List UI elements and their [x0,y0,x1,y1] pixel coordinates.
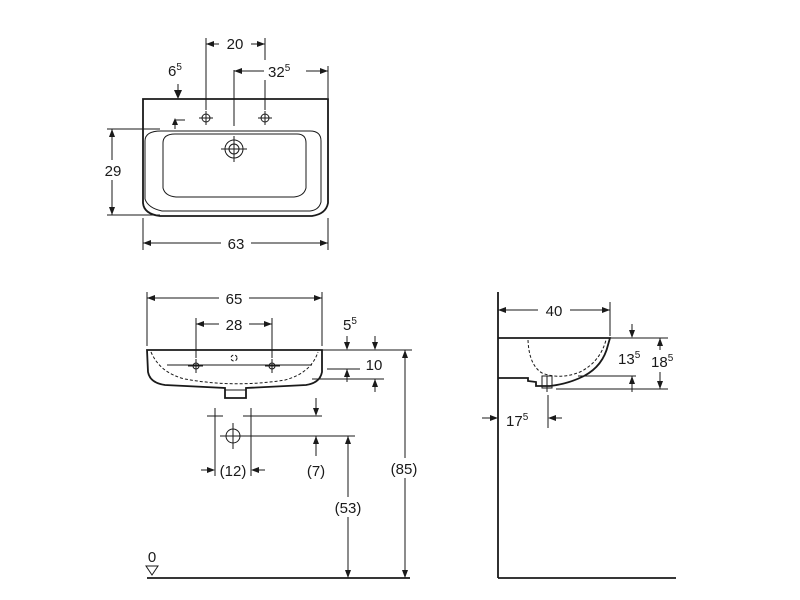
dim-waste-offset: 175 [506,412,529,430]
dim-waste-offset-base: 17 [506,413,523,430]
top-basin-outline [142,98,329,217]
dim-edge-offset-base: 6 [168,63,176,80]
dim-bowl-depth-base: 13 [618,351,635,368]
dim-total-height-base: 18 [651,354,668,371]
dim-total-height: 185 [651,353,674,371]
side-basin-outline [498,337,612,387]
dim-edge-offset-sup: 5 [176,62,182,73]
dim-depth: 29 [105,163,122,180]
front-tap-hole-left-icon [188,359,203,373]
front-bowl-dashed [150,351,319,385]
dim-rim-height-floor: (85) [391,461,418,478]
dim-width: 63 [228,236,245,253]
waste-trap-icon [220,423,246,449]
dim-top-offset-sup: 5 [351,316,357,327]
side-view: 40 135 185 175 [482,292,682,579]
dim-rim-height: 10 [366,357,383,374]
top-view: 20 65 325 29 63 [100,34,329,253]
dim-bowl-depth-sup: 5 [635,350,641,361]
front-tap-hole-right-icon [265,359,280,373]
top-bowl-outline [144,130,322,212]
tap-hole-right-icon [258,111,272,125]
dim-right-offset-base: 32 [268,64,285,81]
dim-supply-offset: (7) [307,463,325,480]
front-overflow-icon [230,354,238,362]
supply-right-icon [243,408,259,424]
dim-bowl-depth: 135 [618,350,641,368]
dim-tap-hole-spacing: 20 [227,36,244,53]
dim-edge-offset: 65 [168,62,182,80]
waste-outlet-icon [221,136,247,162]
floor-label: 0 [148,549,156,566]
dim-top-offset: 55 [343,316,357,334]
dim-top-offset-base: 5 [343,317,351,334]
top-bowl-inner [162,133,307,198]
front-view: 65 28 55 10 (12) (7) [145,288,425,579]
dim-total-height-sup: 5 [668,353,674,364]
side-waste-icon [541,375,553,392]
tap-hole-left-icon [199,111,213,125]
dim-right-offset: 325 [268,63,291,81]
dim-holes-spacing: 28 [226,317,243,334]
side-bowl-dashed [527,339,607,377]
dim-supply-spacing: (12) [220,463,247,480]
dim-waste-offset-sup: 5 [523,412,529,423]
dim-projection: 40 [546,303,563,320]
dim-right-offset-sup: 5 [285,63,291,74]
floor-level-icon [145,565,159,576]
dim-waste-height: (53) [335,500,362,517]
front-basin-outline [146,349,323,399]
supply-left-icon [207,408,223,424]
dim-overall-width: 65 [226,291,243,308]
